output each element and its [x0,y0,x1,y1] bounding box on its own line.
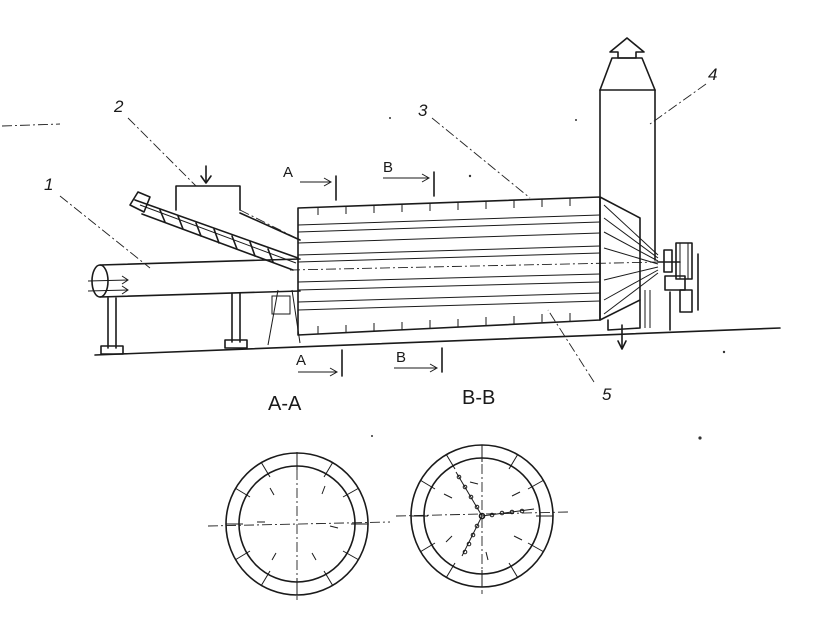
bb-chain-links [455,471,535,557]
leader-2 [127,117,197,187]
pipe-support-legs [100,289,301,355]
drum-top-ticks [317,198,571,215]
discharge-outlet [607,290,651,350]
section-mark-a-top: A [283,164,293,181]
scan-specks [371,117,726,440]
ground-line [94,327,781,356]
part-label-1: 1 [44,175,53,194]
drive-unit [657,242,699,331]
section-cut-b-bottom: B [394,347,443,373]
drum-bottom-ticks [317,313,571,334]
view-title-aa: A-A [268,393,302,415]
feed-hopper [175,165,241,211]
section-mark-b-bottom: B [396,349,406,366]
section-cut-b-top: B [383,159,435,197]
leader-1 [59,195,151,269]
section-cut-a-top: A [283,164,337,201]
part-label-5: 5 [602,385,612,404]
leader-4 [649,83,707,125]
section-mark-a-bottom: A [296,352,306,369]
exhaust-stack [599,37,656,261]
drum-end-cone [599,196,659,321]
scan-dash-left [1,123,61,127]
section-view-bb [395,444,569,594]
screw-conveyor [129,191,301,271]
part-label-4: 4 [708,65,717,84]
part-label-2: 2 [113,97,124,116]
part-label-3: 3 [418,101,428,120]
section-view-aa [207,452,391,600]
leader-2b [239,209,297,239]
section-cut-a-bottom: A [296,349,343,377]
inlet-pipe [87,258,301,298]
view-title-bb: B-B [462,387,495,409]
leader-3 [431,117,531,199]
rotary-drum [289,196,661,336]
leader-5 [547,309,595,383]
section-mark-b-top: B [383,159,393,176]
